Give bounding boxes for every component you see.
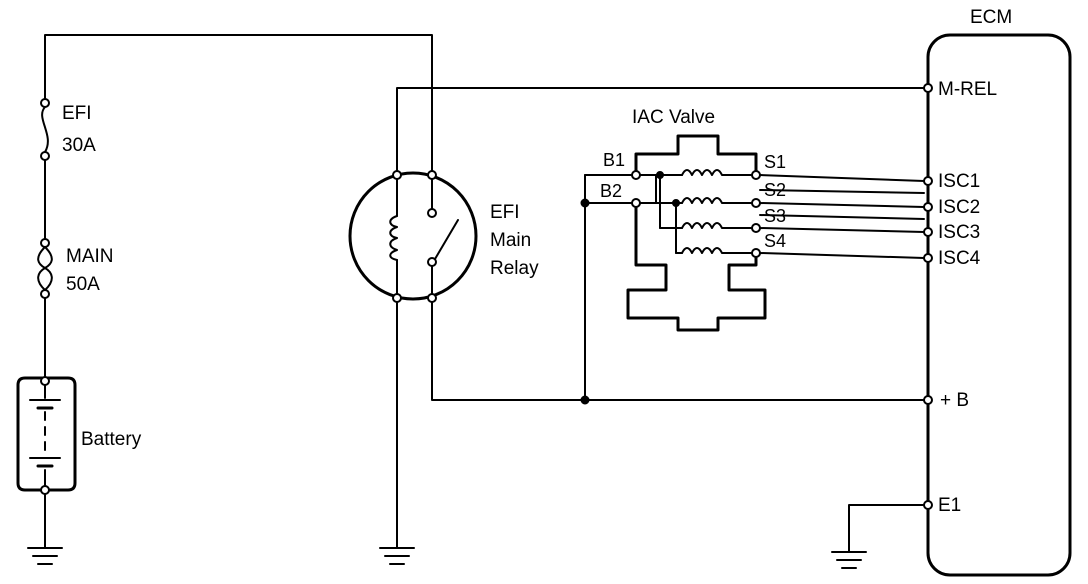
efi-main-relay-symbol (350, 171, 476, 302)
battery-feed-wire (45, 35, 432, 175)
battery-symbol (18, 377, 75, 494)
relay-label-line2: Main (490, 230, 532, 251)
battery-ground-symbol (28, 494, 62, 564)
efi-fuse-symbol (41, 99, 49, 160)
iac-internal-wiring (632, 170, 760, 257)
main-fuse-label-name: MAIN (66, 246, 114, 267)
m-rel-terminal (924, 84, 932, 92)
pin-label-m-rel: M-REL (938, 79, 998, 100)
relay-label-line1: EFI (490, 202, 520, 223)
pin-label-e1: E1 (938, 495, 962, 516)
main-fusible-link-symbol (38, 239, 52, 298)
wire-relay-to-plus-b (432, 302, 924, 400)
ecm-box (928, 35, 1070, 575)
relay-label-line3: Relay (490, 258, 539, 279)
wires-iac-to-isc (760, 175, 924, 258)
isc3-terminal (924, 228, 932, 236)
wire-iac-b-feed (585, 175, 632, 400)
isc1-terminal (924, 177, 932, 185)
isc4-terminal (924, 254, 932, 262)
efi-fuse-label-name: EFI (62, 103, 92, 124)
plus-b-terminal (924, 396, 932, 404)
e1-terminal (924, 501, 932, 509)
iac-terminal-s4: S4 (764, 231, 787, 251)
battery-label: Battery (81, 429, 142, 450)
e1-ground-symbol (832, 505, 924, 568)
iac-valve-title: IAC Valve (632, 107, 716, 128)
wire-relay-to-m-rel (397, 88, 924, 171)
iac-terminal-s1: S1 (764, 152, 787, 172)
iac-valve-body (628, 136, 765, 330)
pin-label-plus-b: + B (940, 390, 970, 411)
main-fuse-label-rating: 50A (66, 274, 100, 295)
iac-terminal-b1: B1 (603, 150, 626, 170)
pin-label-isc4: ISC4 (938, 248, 981, 269)
pin-label-isc3: ISC3 (938, 222, 981, 243)
pin-label-isc1: ISC1 (938, 171, 981, 192)
pin-label-isc2: ISC2 (938, 197, 981, 218)
iac-terminal-s3: S3 (764, 206, 787, 226)
relay-ground-symbol (380, 302, 414, 564)
efi-fuse-label-rating: 30A (62, 135, 96, 156)
iac-terminal-b2: B2 (600, 181, 623, 201)
ecm-title: ECM (970, 7, 1013, 28)
iac-terminal-s2: S2 (764, 180, 787, 200)
isc2-terminal (924, 203, 932, 211)
